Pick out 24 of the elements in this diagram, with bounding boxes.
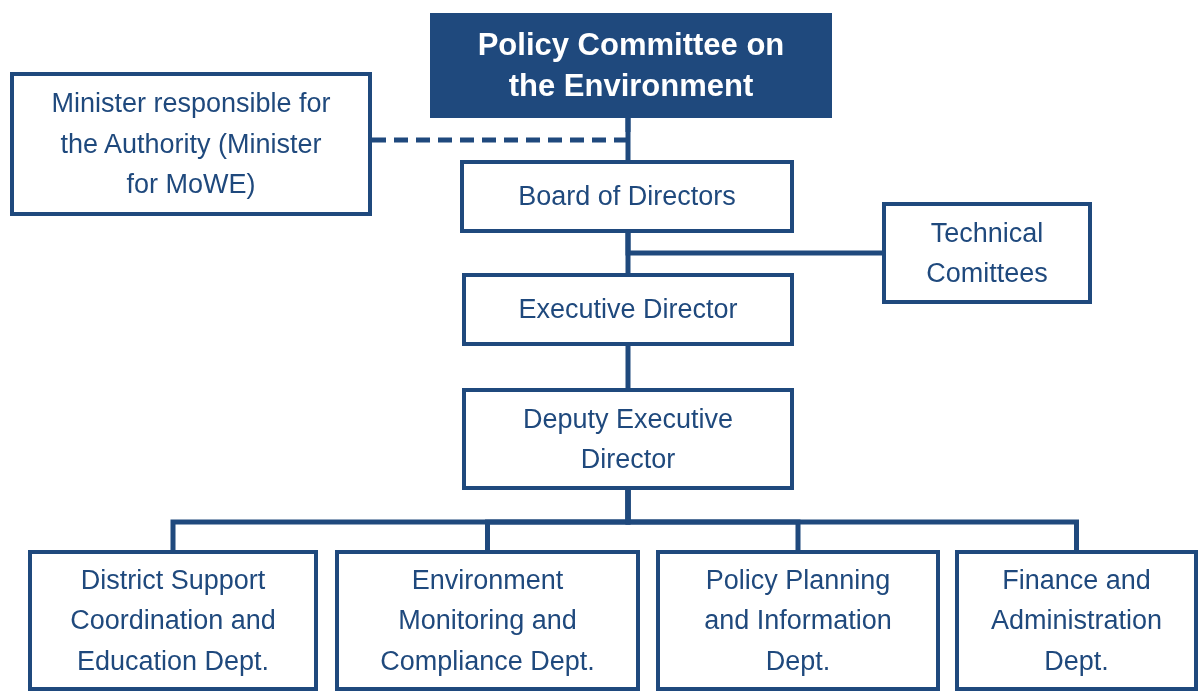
unit-label: Deputy Executive Director (521, 402, 735, 476)
unit-label: Board of Directors (518, 180, 736, 214)
dashed-connector (372, 118, 631, 143)
org-unit-box (955, 550, 1198, 691)
connector-line (625, 490, 1079, 550)
connector-line (625, 346, 631, 388)
org-unit-box (656, 550, 940, 691)
unit-label: Environment Monitoring and Compliance Dept. (379, 563, 596, 678)
org-unit-box (28, 550, 318, 691)
header-box (430, 13, 832, 118)
connector-line (625, 233, 882, 256)
unit-label: Executive Director (518, 293, 738, 327)
org-unit-box (462, 388, 794, 490)
org-unit-box (882, 202, 1092, 304)
org-unit-box (10, 72, 372, 216)
unit-label: Policy Planning and Information Dept. (703, 563, 893, 678)
unit-label: Minister responsible for the Authority (Minister for MoWE) (50, 87, 332, 202)
org-unit-box (462, 273, 794, 346)
unit-label: Policy Committee on the Environment (476, 26, 786, 105)
unit-label: Technical Comittees (925, 216, 1049, 290)
unit-label: District Support Coordination and Education Dept. (69, 563, 277, 678)
org-unit-box (335, 550, 640, 691)
org-unit-box (460, 160, 794, 233)
unit-label: Finance and Administration Dept. (989, 563, 1164, 678)
